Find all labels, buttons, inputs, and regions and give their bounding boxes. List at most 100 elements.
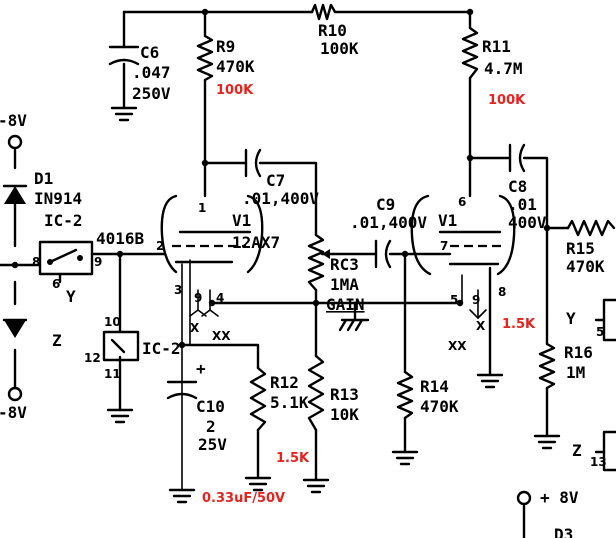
c7-value: .01,400V [242,189,319,208]
supply-right-label: + 8V [540,488,579,507]
c6-voltage: 250V [132,84,171,103]
tube-v1b-symbol [410,194,516,276]
c8-ref: C8 [508,177,527,196]
ic2-pin12: 12 [84,351,101,365]
c6-value: .047 [132,63,171,82]
c10-replacement: 0.33uF/50V [202,491,285,506]
capacitor-c7-symbol [244,148,262,178]
tube-v1a-ref: V1 [232,211,251,230]
net-y-right: Y [566,309,576,328]
d3-ref: D3 [554,525,573,538]
r9-replacement: 100K [216,83,254,98]
resistor-r14-symbol [396,370,414,420]
c10-ref: C10 [196,397,225,416]
tube-pin7: 7 [440,239,448,253]
resistor-r11-symbol [461,26,479,80]
c9-value: .01,400V [350,213,427,232]
net-z-left: Z [52,331,62,350]
net-pin13-right: 13 [590,455,607,469]
r15-ref: R15 [566,239,595,258]
tube-pin8: 8 [498,285,506,299]
d1-ref: D1 [34,169,53,188]
supply-top-label: -8V [0,111,27,130]
ic2-switch-lower [102,330,140,362]
r14-value: 470K [420,397,459,416]
resistor-r15-symbol [566,219,616,237]
resistor-r10-symbol [310,3,337,21]
tube-pin6: 6 [458,195,466,209]
ic2-ref-lower: IC-2 [142,339,181,358]
r11-replacement: 100K [488,93,526,108]
c10-voltage: 25V [198,435,227,454]
ic2-part: 4016B [96,229,145,248]
r10-ref: R10 [318,21,347,40]
diode-d1-symbol [2,184,28,204]
tube-v1b-ref: V1 [438,211,457,230]
d1-part: IN914 [34,189,82,208]
ic2-switch-upper [38,240,94,276]
ic2-pin9: 9 [94,255,102,269]
c9-ref: C9 [376,195,395,214]
potentiometer-rc3-symbol [307,233,336,292]
capacitor-c8-symbol [508,143,526,173]
rc3-value: 1MA [330,275,359,294]
resistor-r9-symbol [196,34,214,82]
resistor-r13-symbol [307,354,325,432]
c10-polarity: + [196,359,206,378]
net-z-right: Z [572,441,582,460]
net-xx-left: XX [212,329,231,343]
supply-terminals [7,134,532,506]
tube-pin3: 3 [174,283,182,297]
resistor-r12-symbol [249,366,267,432]
r11-value: 4.7M [484,59,523,78]
c6-ref: C6 [140,43,159,62]
resistor-r16-symbol [538,342,556,390]
tube-type: 12AX7 [232,233,280,252]
capacitor-c9-symbol [374,239,392,269]
tube-pin1: 1 [198,201,206,215]
r16-value: 1M [566,363,585,382]
tube-pin4: 4 [216,291,224,305]
r12-value: 5.1K [270,393,309,412]
r10-value: 100K [320,39,359,58]
r12-replacement: 1.5K [276,451,310,466]
c8-voltage: 400V [508,213,547,232]
right-replacement-1p5k: 1.5K [502,317,536,332]
diode-lower-symbol [2,318,28,338]
r11-ref: R11 [482,37,511,56]
rc3-ref: RC3 [330,255,359,274]
heater-pins [189,309,487,319]
r12-ref: R12 [270,373,299,392]
net-xx-right: XX [448,339,467,353]
tube-pin2: 2 [156,239,164,253]
capacitor-c10-symbol [166,380,198,400]
r13-ref: R13 [330,385,359,404]
ic2-pin11: 11 [104,367,121,381]
rc3-name: GAIN [326,295,365,314]
net-y-left: Y [66,287,76,306]
r9-value: 470K [216,57,255,76]
supply-bottom-label: -8V [0,403,27,422]
r15-value: 470K [566,257,605,276]
tube-pin9a: 9 [194,291,202,305]
c10-value: 2 [206,417,216,436]
net-pin5-right: 5 [596,325,604,339]
c8-value: .01 [508,195,537,214]
c7-ref: C7 [266,171,285,190]
right-connector-boxes [594,298,616,472]
ic2-pin8: 8 [32,255,40,269]
tube-v1a-symbol [160,194,264,274]
junction-dots [11,8,551,349]
ic2-pin6: 6 [52,277,60,291]
tube-pin9b: 9 [472,293,480,307]
ground-symbols [106,318,561,504]
r14-ref: R14 [420,377,449,396]
ic2-ref-upper: IC-2 [44,211,83,230]
r16-ref: R16 [564,343,593,362]
net-x-left: X [190,321,200,335]
capacitor-c6-symbol [108,45,140,122]
ic2-pin10: 10 [104,315,121,329]
tube-pin5: 5 [450,293,458,307]
net-x-right: X [476,319,486,333]
